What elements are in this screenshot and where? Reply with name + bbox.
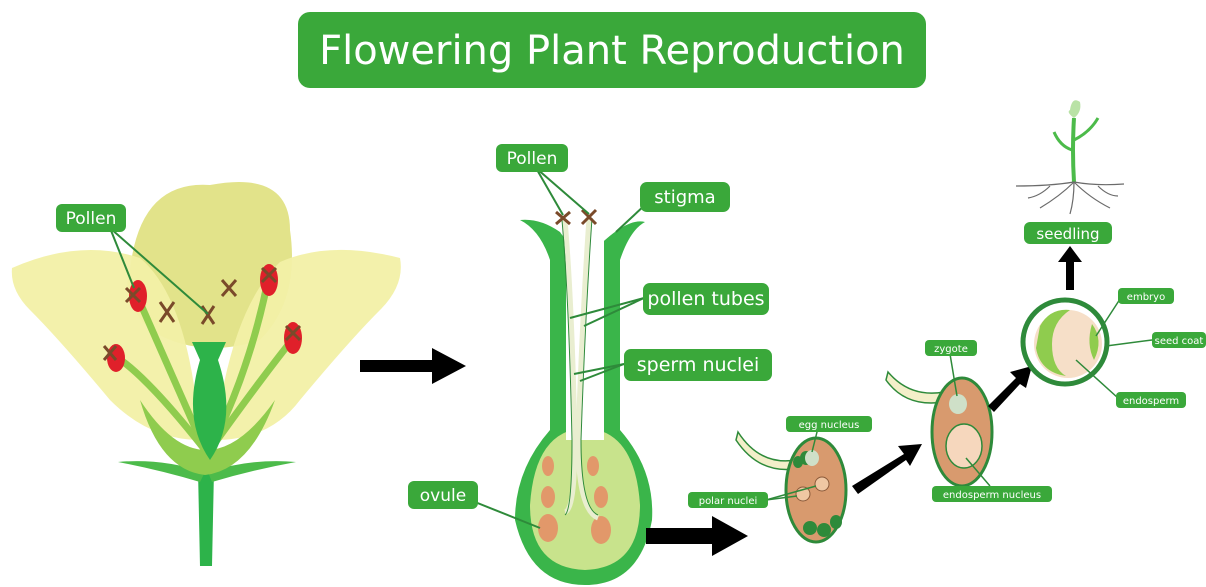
flower-stem <box>198 470 214 566</box>
seed-coat-callout: seed coat <box>1106 332 1206 348</box>
polar-nucleus-1 <box>815 477 829 491</box>
endosperm-nucleus-cell <box>946 424 982 468</box>
polar-nuclei-label: polar nuclei <box>699 496 758 507</box>
arrow-seed-to-seedling <box>1058 246 1082 290</box>
seedling-stem <box>1073 118 1074 182</box>
arrow-ovule-to-zygote <box>852 444 922 494</box>
flower-illustration: Pollen <box>12 182 401 566</box>
arrow-flower-to-pistil <box>360 348 466 384</box>
pollen-flower-label: Pollen <box>66 209 117 229</box>
endosperm-label: endosperm <box>1123 396 1179 407</box>
pollen-pistil-label: Pollen <box>507 149 558 169</box>
zygote-cell <box>949 394 967 414</box>
arrow-zygote-to-seed <box>988 366 1032 412</box>
sperm-nuclei-label: sperm nuclei <box>637 354 759 376</box>
zygote-label: zygote <box>934 344 968 355</box>
zygote-tube <box>886 372 944 403</box>
seed: embryo seed coat endosperm <box>1023 288 1206 408</box>
endosperm-nucleus-label: endosperm nucleus <box>943 490 1041 501</box>
embryo-callout: embryo <box>1096 288 1174 336</box>
embryo-label: embryo <box>1127 292 1165 303</box>
ovule-label: ovule <box>420 486 466 506</box>
egg-nucleus-cell <box>805 450 819 466</box>
seed-coat-label: seed coat <box>1155 336 1204 347</box>
arrow-pistil-to-ovule <box>646 516 748 556</box>
pollen-tubes-label: pollen tubes <box>647 288 764 310</box>
seedling-roots <box>1016 182 1124 214</box>
title-banner: Flowering Plant Reproduction <box>298 12 926 88</box>
page-title: Flowering Plant Reproduction <box>319 28 905 74</box>
seedling: seedling <box>1016 100 1124 244</box>
pollen-pistil-callout: Pollen <box>496 144 589 215</box>
egg-nucleus-label: egg nucleus <box>799 420 860 431</box>
seedling-label: seedling <box>1036 225 1099 243</box>
stigma-label: stigma <box>654 187 715 208</box>
